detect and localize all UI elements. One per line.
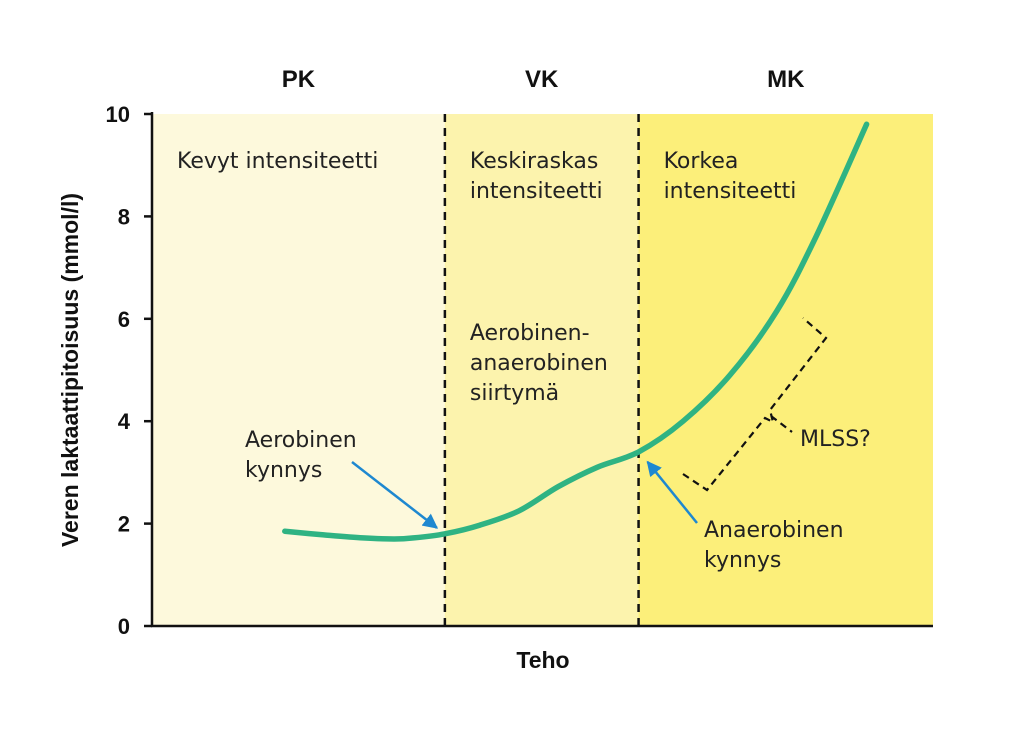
aerobic-threshold-arrow (351, 461, 439, 529)
mlss-label: MLSS? (800, 427, 871, 452)
series-layer (282, 121, 870, 542)
x-axis-label: Teho (516, 647, 569, 673)
mlss-bracket (682, 317, 828, 492)
zone-pk-background (152, 114, 445, 626)
y-axis-ticks: 0 2 4 6 8 10 (106, 102, 152, 639)
zone-pk-intensity: Kevyt intensiteetti (177, 149, 378, 174)
y-axis-label: Veren laktaattipitoisuus (mmol/l) (57, 193, 83, 547)
intensity-zones (152, 114, 933, 626)
anaerobic-threshold-arrow (646, 460, 698, 524)
y-tick-label: 4 (118, 409, 131, 434)
lactate-curve (282, 121, 870, 542)
zone-vk-background (444, 114, 639, 626)
mlss-leader-line (770, 415, 793, 433)
y-tick-label: 8 (118, 204, 130, 229)
y-tick-label: 2 (118, 512, 130, 537)
y-tick-label: 10 (106, 102, 130, 127)
zone-mk-background (638, 114, 933, 626)
mlss-bracket-line (682, 317, 828, 492)
y-tick-label: 6 (118, 307, 130, 332)
zone-pk-label: PK (282, 66, 316, 93)
zone-mk-label: MK (767, 66, 805, 93)
zone-vk-label: VK (525, 66, 559, 93)
y-tick-label: 0 (118, 614, 130, 639)
zone-dividers (443, 114, 640, 626)
